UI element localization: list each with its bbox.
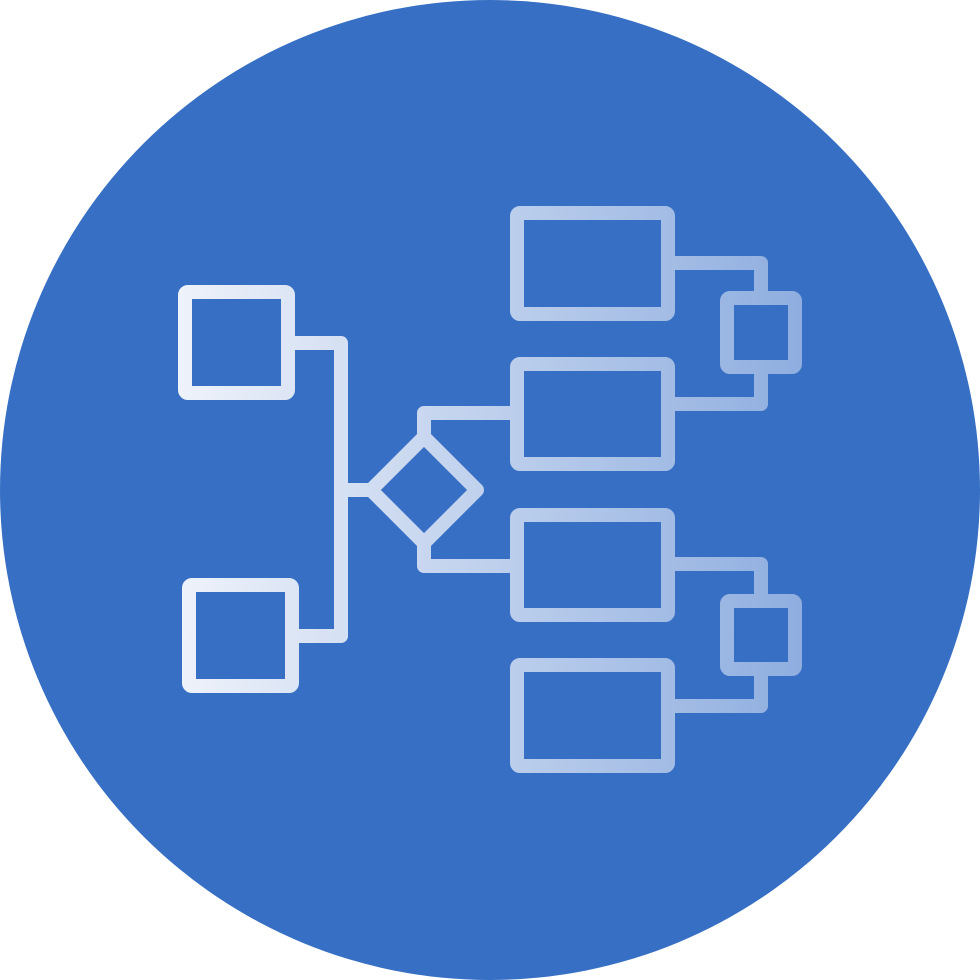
connector-out2-merge [661, 360, 768, 411]
output-box-4 [510, 658, 675, 773]
connector-left-top [281, 336, 348, 497]
connector-diamond-top [417, 406, 524, 444]
connector-left-bottom [285, 483, 348, 643]
output-box-2 [510, 357, 675, 471]
connector-out3-merge [661, 557, 768, 608]
flowchart-lines [178, 206, 802, 773]
connector-diamond-bottom [417, 536, 524, 573]
connector-out1-merge [661, 256, 768, 305]
connector-out4-merge [661, 662, 768, 713]
